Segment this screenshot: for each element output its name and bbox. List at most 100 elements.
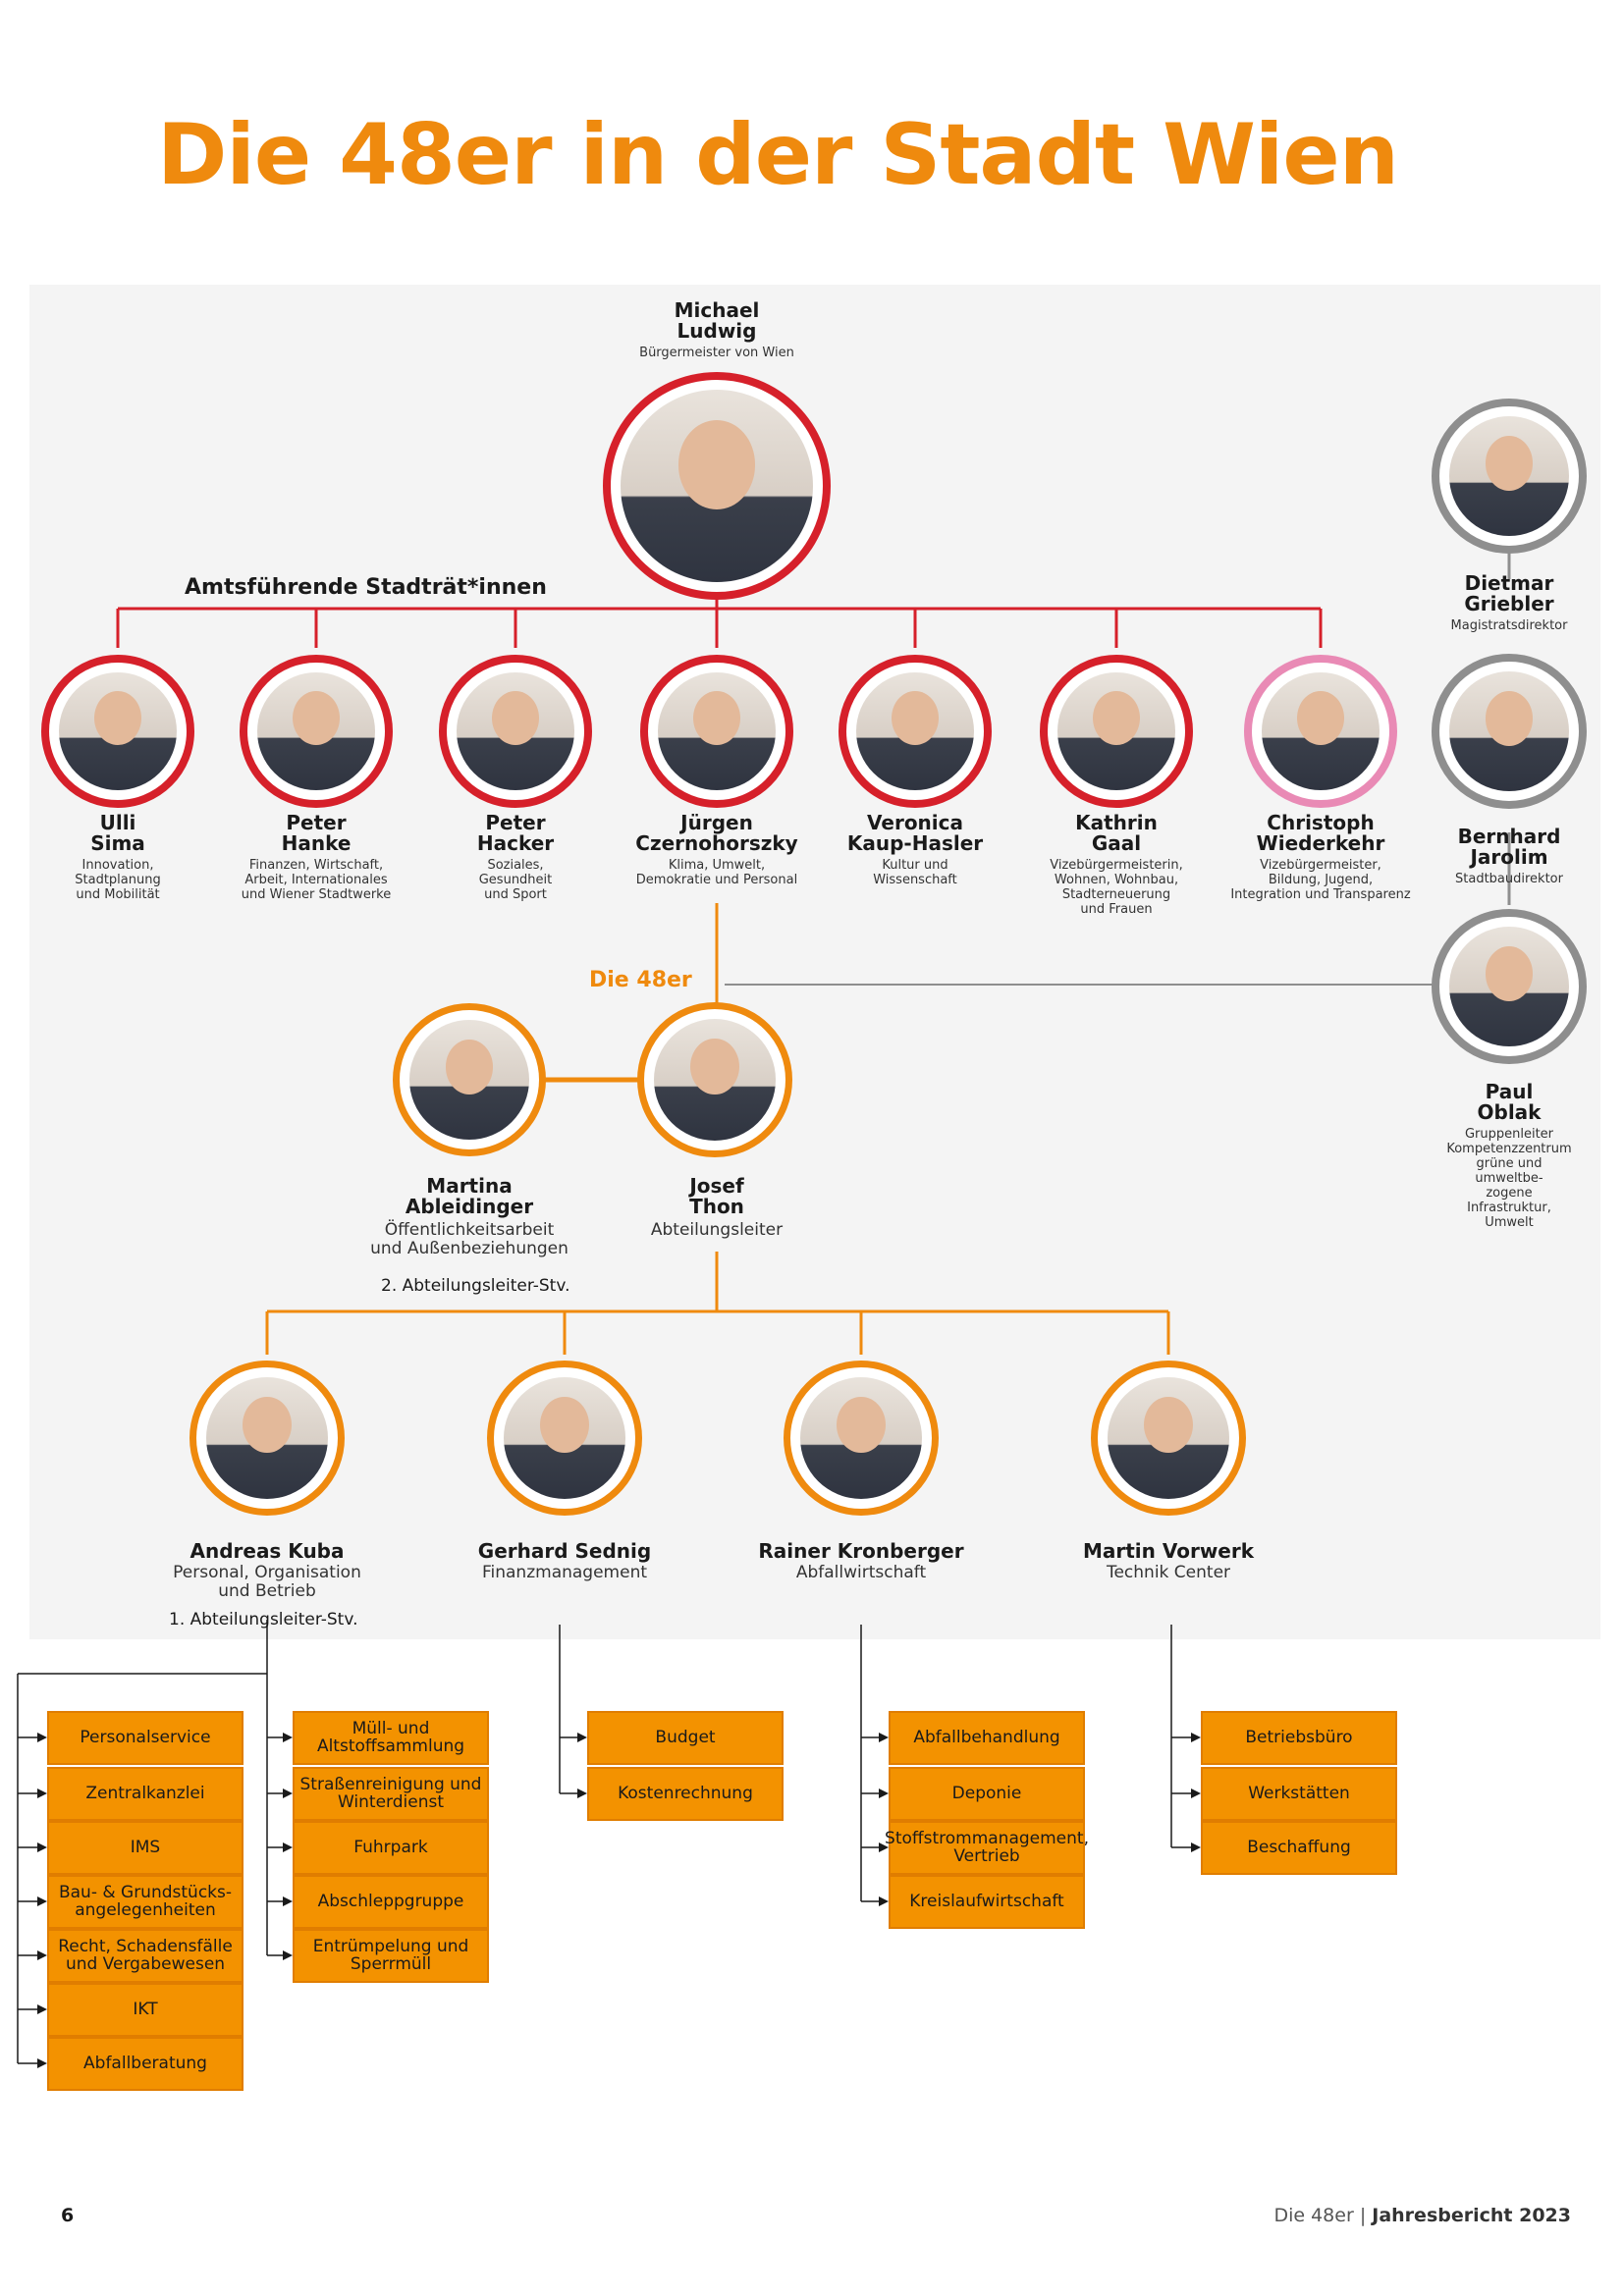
- role-line: Umwelt: [1485, 1215, 1534, 1230]
- portrait-face: [837, 1396, 886, 1453]
- role-line: Integration und Transparenz: [1230, 887, 1411, 902]
- role-line: und Betrieb: [218, 1581, 316, 1601]
- portrait-face: [677, 420, 756, 509]
- role-line: Abteilungsleiter: [650, 1220, 784, 1240]
- unit-label: Werkstätten: [1248, 1784, 1350, 1803]
- role-line: Kompetenzzentrum: [1446, 1142, 1572, 1156]
- role-line: Soziales,: [487, 858, 544, 873]
- page-title: Die 48er in der Stadt Wien: [157, 106, 1399, 204]
- first-name: Kathrin: [1075, 811, 1158, 834]
- last-name: Jarolim: [1470, 845, 1548, 869]
- portrait-face: [1297, 691, 1344, 746]
- department-role: Abfallwirtschaft: [758, 1564, 963, 1582]
- unit-box: Werkstätten: [1201, 1766, 1397, 1821]
- unit-label: Beschaffung: [1247, 1838, 1351, 1857]
- councillor-avatar: [439, 655, 592, 808]
- deputy-title: 2. Abteilungsleiter-Stv.: [381, 1276, 570, 1296]
- role-line: und Wiener Stadtwerke: [241, 887, 392, 902]
- first-name: Martina: [426, 1174, 513, 1198]
- portrait-photo: [1449, 671, 1569, 791]
- unit-box: Entrümpelung und Sperrmüll: [293, 1928, 489, 1983]
- role-line: Stadtplanung: [75, 873, 161, 887]
- footer-report-title: Jahresbericht 2023: [1372, 2205, 1571, 2226]
- arrowhead-icon: [37, 1789, 47, 1798]
- role-line: Bürgermeister von Wien: [639, 346, 794, 360]
- arrowhead-icon: [577, 1733, 587, 1742]
- unit-box: Straßenreinigung und Winterdienst: [293, 1766, 489, 1821]
- arrowhead-icon: [283, 1842, 293, 1852]
- arrowhead-icon: [37, 2004, 47, 2014]
- unit-label: Fuhrpark: [353, 1838, 428, 1857]
- last-name: Wiederkehr: [1256, 831, 1385, 855]
- portrait-photo: [409, 1020, 529, 1140]
- role-line: Gesundheit: [478, 873, 553, 887]
- department-head-name: Andreas Kuba: [189, 1539, 345, 1563]
- role-line: Stadterneuerung: [1061, 887, 1171, 902]
- first-name: Dietmar: [1464, 571, 1554, 595]
- portrait-photo: [1057, 672, 1175, 790]
- department-role: Finanzmanagement: [478, 1564, 651, 1582]
- portrait-face: [690, 1038, 739, 1095]
- unit-box: IMS: [47, 1820, 244, 1875]
- role-line: Demokratie und Personal: [635, 873, 798, 887]
- portrait-face: [94, 691, 141, 746]
- first-name: Jürgen: [680, 811, 753, 834]
- role-line: und Frauen: [1080, 902, 1153, 917]
- role-line: und Sport: [484, 887, 547, 902]
- department-head-name: Martin Vorwerk: [1082, 1539, 1255, 1563]
- role-line: Wohnen, Wohnbau,: [1054, 873, 1179, 887]
- portrait-photo: [257, 672, 375, 790]
- arrowhead-icon: [879, 1842, 889, 1852]
- role-line: Vizebürgermeister,: [1260, 858, 1381, 873]
- unit-box: Kostenrechnung: [587, 1766, 784, 1821]
- footer-publisher: Die 48er: [1273, 2205, 1354, 2226]
- role-line: Gruppenleiter: [1464, 1127, 1554, 1142]
- arrowhead-icon: [283, 1950, 293, 1960]
- unit-label: IKT: [133, 2000, 158, 2019]
- portrait-face: [1093, 691, 1140, 746]
- director-avatar: [1432, 909, 1587, 1064]
- last-name: Gaal: [1091, 831, 1142, 855]
- portrait-photo: [1262, 672, 1380, 790]
- arrowhead-icon: [577, 1789, 587, 1798]
- portrait-photo: [654, 1019, 776, 1141]
- portrait-photo: [1449, 927, 1569, 1046]
- page-number: 6: [61, 2205, 75, 2226]
- die48-label: Die 48er: [589, 968, 692, 992]
- first-name: Peter: [286, 811, 347, 834]
- department-avatar: [487, 1361, 642, 1516]
- unit-box: Abfallbehandlung: [889, 1710, 1085, 1765]
- portrait-face: [1485, 945, 1534, 1001]
- role-line: Stadtbaudirektor: [1455, 872, 1563, 886]
- portrait-photo: [800, 1377, 922, 1499]
- last-name: Hanke: [281, 831, 352, 855]
- unit-box: Stoffstrommanagement, Vertrieb: [885, 1820, 1089, 1875]
- unit-label: Recht, Schadensfälle und Vergabewesen: [58, 1937, 233, 1974]
- last-name: Ludwig: [677, 319, 757, 343]
- role-line: Technik Center: [1106, 1563, 1231, 1582]
- portrait-face: [693, 691, 740, 746]
- portrait-face: [293, 691, 340, 746]
- first-name: Christoph: [1267, 811, 1375, 834]
- person-role: Vizebürgermeisterin,Wohnen, Wohnbau,Stad…: [1050, 858, 1182, 917]
- person-role: Vizebürgermeister,Bildung, Jugend,Integr…: [1230, 858, 1410, 902]
